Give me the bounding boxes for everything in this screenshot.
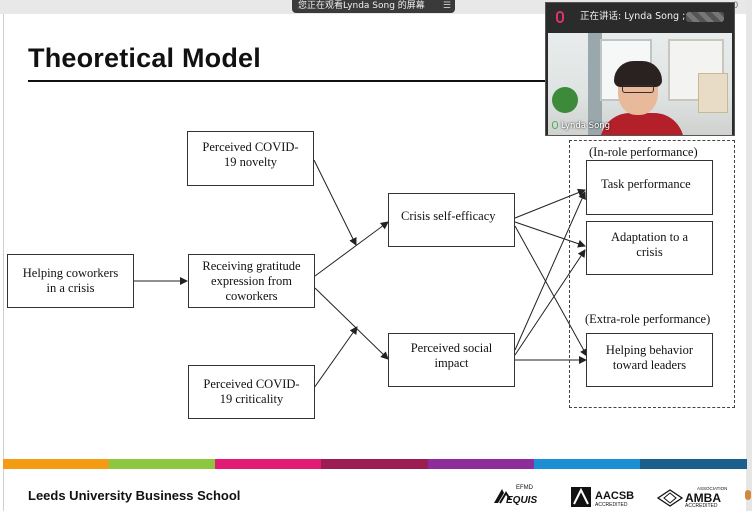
- box-helping-coworkers: Helping coworkers in a crisis: [7, 254, 134, 308]
- window-right-edge: [746, 0, 752, 511]
- color-stripe-segment: [321, 459, 429, 469]
- equis-small: EFMD: [516, 485, 533, 491]
- speaker-video-tile[interactable]: 正在讲话: Lynda Song ; Lynda Song: [545, 2, 735, 136]
- school-name: Leeds University Business School: [28, 488, 241, 503]
- arrow-efficacy-to-leaders: [514, 225, 588, 357]
- corner-digit: 0: [733, 0, 739, 10]
- speaker-hair: [614, 61, 662, 87]
- box-helping-behavior-leaders: Helping behavior toward leaders: [586, 333, 713, 387]
- color-stripe-segment: [639, 459, 747, 469]
- box-task-performance: Task performance: [586, 160, 713, 215]
- box-covid-novelty: Perceived COVID- 19 novelty: [187, 131, 314, 186]
- arrow-novelty-to-efficacy: [313, 159, 357, 246]
- arrow-impact-to-task: [514, 191, 586, 351]
- edge-marker: [745, 490, 751, 500]
- speaker-glasses: [622, 85, 654, 93]
- aacsb-mark-icon: [571, 487, 591, 507]
- in-role-label: (In-role performance): [589, 145, 698, 159]
- shelf: [698, 73, 728, 113]
- screen-share-banner[interactable]: 您正在观看Lynda Song 的屏幕 ☰: [292, 0, 455, 13]
- color-stripe-segment: [109, 459, 217, 469]
- equis-logo: EFMD EQUIS: [492, 483, 540, 509]
- arrow-efficacy-to-adaptation: [514, 221, 586, 248]
- speaker-mic-icon: [556, 11, 564, 23]
- amba-sub: ACCREDITED: [685, 503, 718, 509]
- box-adaptation-to-crisis: Adaptation to a crisis: [586, 221, 713, 275]
- arrow-criticality-to-impact: [313, 326, 358, 389]
- amba-logo: ASSOCIATION AMBA ACCREDITED: [657, 485, 727, 509]
- color-stripe-segment: [427, 459, 535, 469]
- aacsb-sub: ACCREDITED: [595, 502, 628, 508]
- box-covid-criticality: Perceived COVID- 19 criticality: [188, 365, 315, 419]
- speaking-indicator: 正在讲话: Lynda Song ;: [546, 3, 734, 31]
- amba-text: AMBA: [685, 491, 721, 505]
- amba-mark-icon: [657, 489, 683, 507]
- color-stripe-segment: [215, 459, 323, 469]
- aacsb-logo: AACSB ACCREDITED: [571, 487, 641, 509]
- box-crisis-self-efficacy: Crisis self-efficacy: [388, 193, 515, 247]
- box-perceived-social-impact: Perceived social impact: [388, 333, 515, 387]
- arrow-gratitude-to-impact: [314, 287, 389, 360]
- speaking-text: 正在讲话: Lynda Song ;: [580, 11, 686, 22]
- equis-mark-icon: [494, 489, 511, 504]
- equis-text: EQUIS: [506, 495, 538, 506]
- aacsb-text: AACSB: [595, 490, 635, 502]
- extra-role-label: (Extra-role performance): [585, 312, 711, 326]
- slide-title: Theoretical Model: [28, 43, 261, 73]
- banner-text: 您正在观看Lynda Song 的屏幕: [298, 1, 425, 11]
- participant-mic-icon: [552, 121, 558, 129]
- arrow-impact-to-adaptation: [514, 249, 586, 356]
- participant-name-tag: Lynda Song: [552, 121, 610, 131]
- curtain: [588, 33, 602, 135]
- arrow-efficacy-to-task: [514, 188, 586, 219]
- video-feed: Lynda Song: [548, 33, 732, 135]
- color-stripe-segment: [533, 459, 641, 469]
- amba-small: ASSOCIATION: [697, 486, 728, 491]
- arrow-gratitude-to-efficacy: [314, 221, 389, 277]
- participant-name: Lynda Song: [561, 121, 611, 131]
- title-underline: [28, 80, 548, 82]
- box-receiving-gratitude: Receiving gratitude expression from cowo…: [188, 254, 315, 308]
- menu-icon[interactable]: ☰: [442, 1, 451, 11]
- speaker-body: [600, 113, 684, 135]
- outcomes-dashed-frame: [569, 140, 735, 408]
- color-stripe-segment: [3, 459, 110, 469]
- plant: [552, 87, 578, 113]
- video-options-icon[interactable]: [686, 12, 724, 22]
